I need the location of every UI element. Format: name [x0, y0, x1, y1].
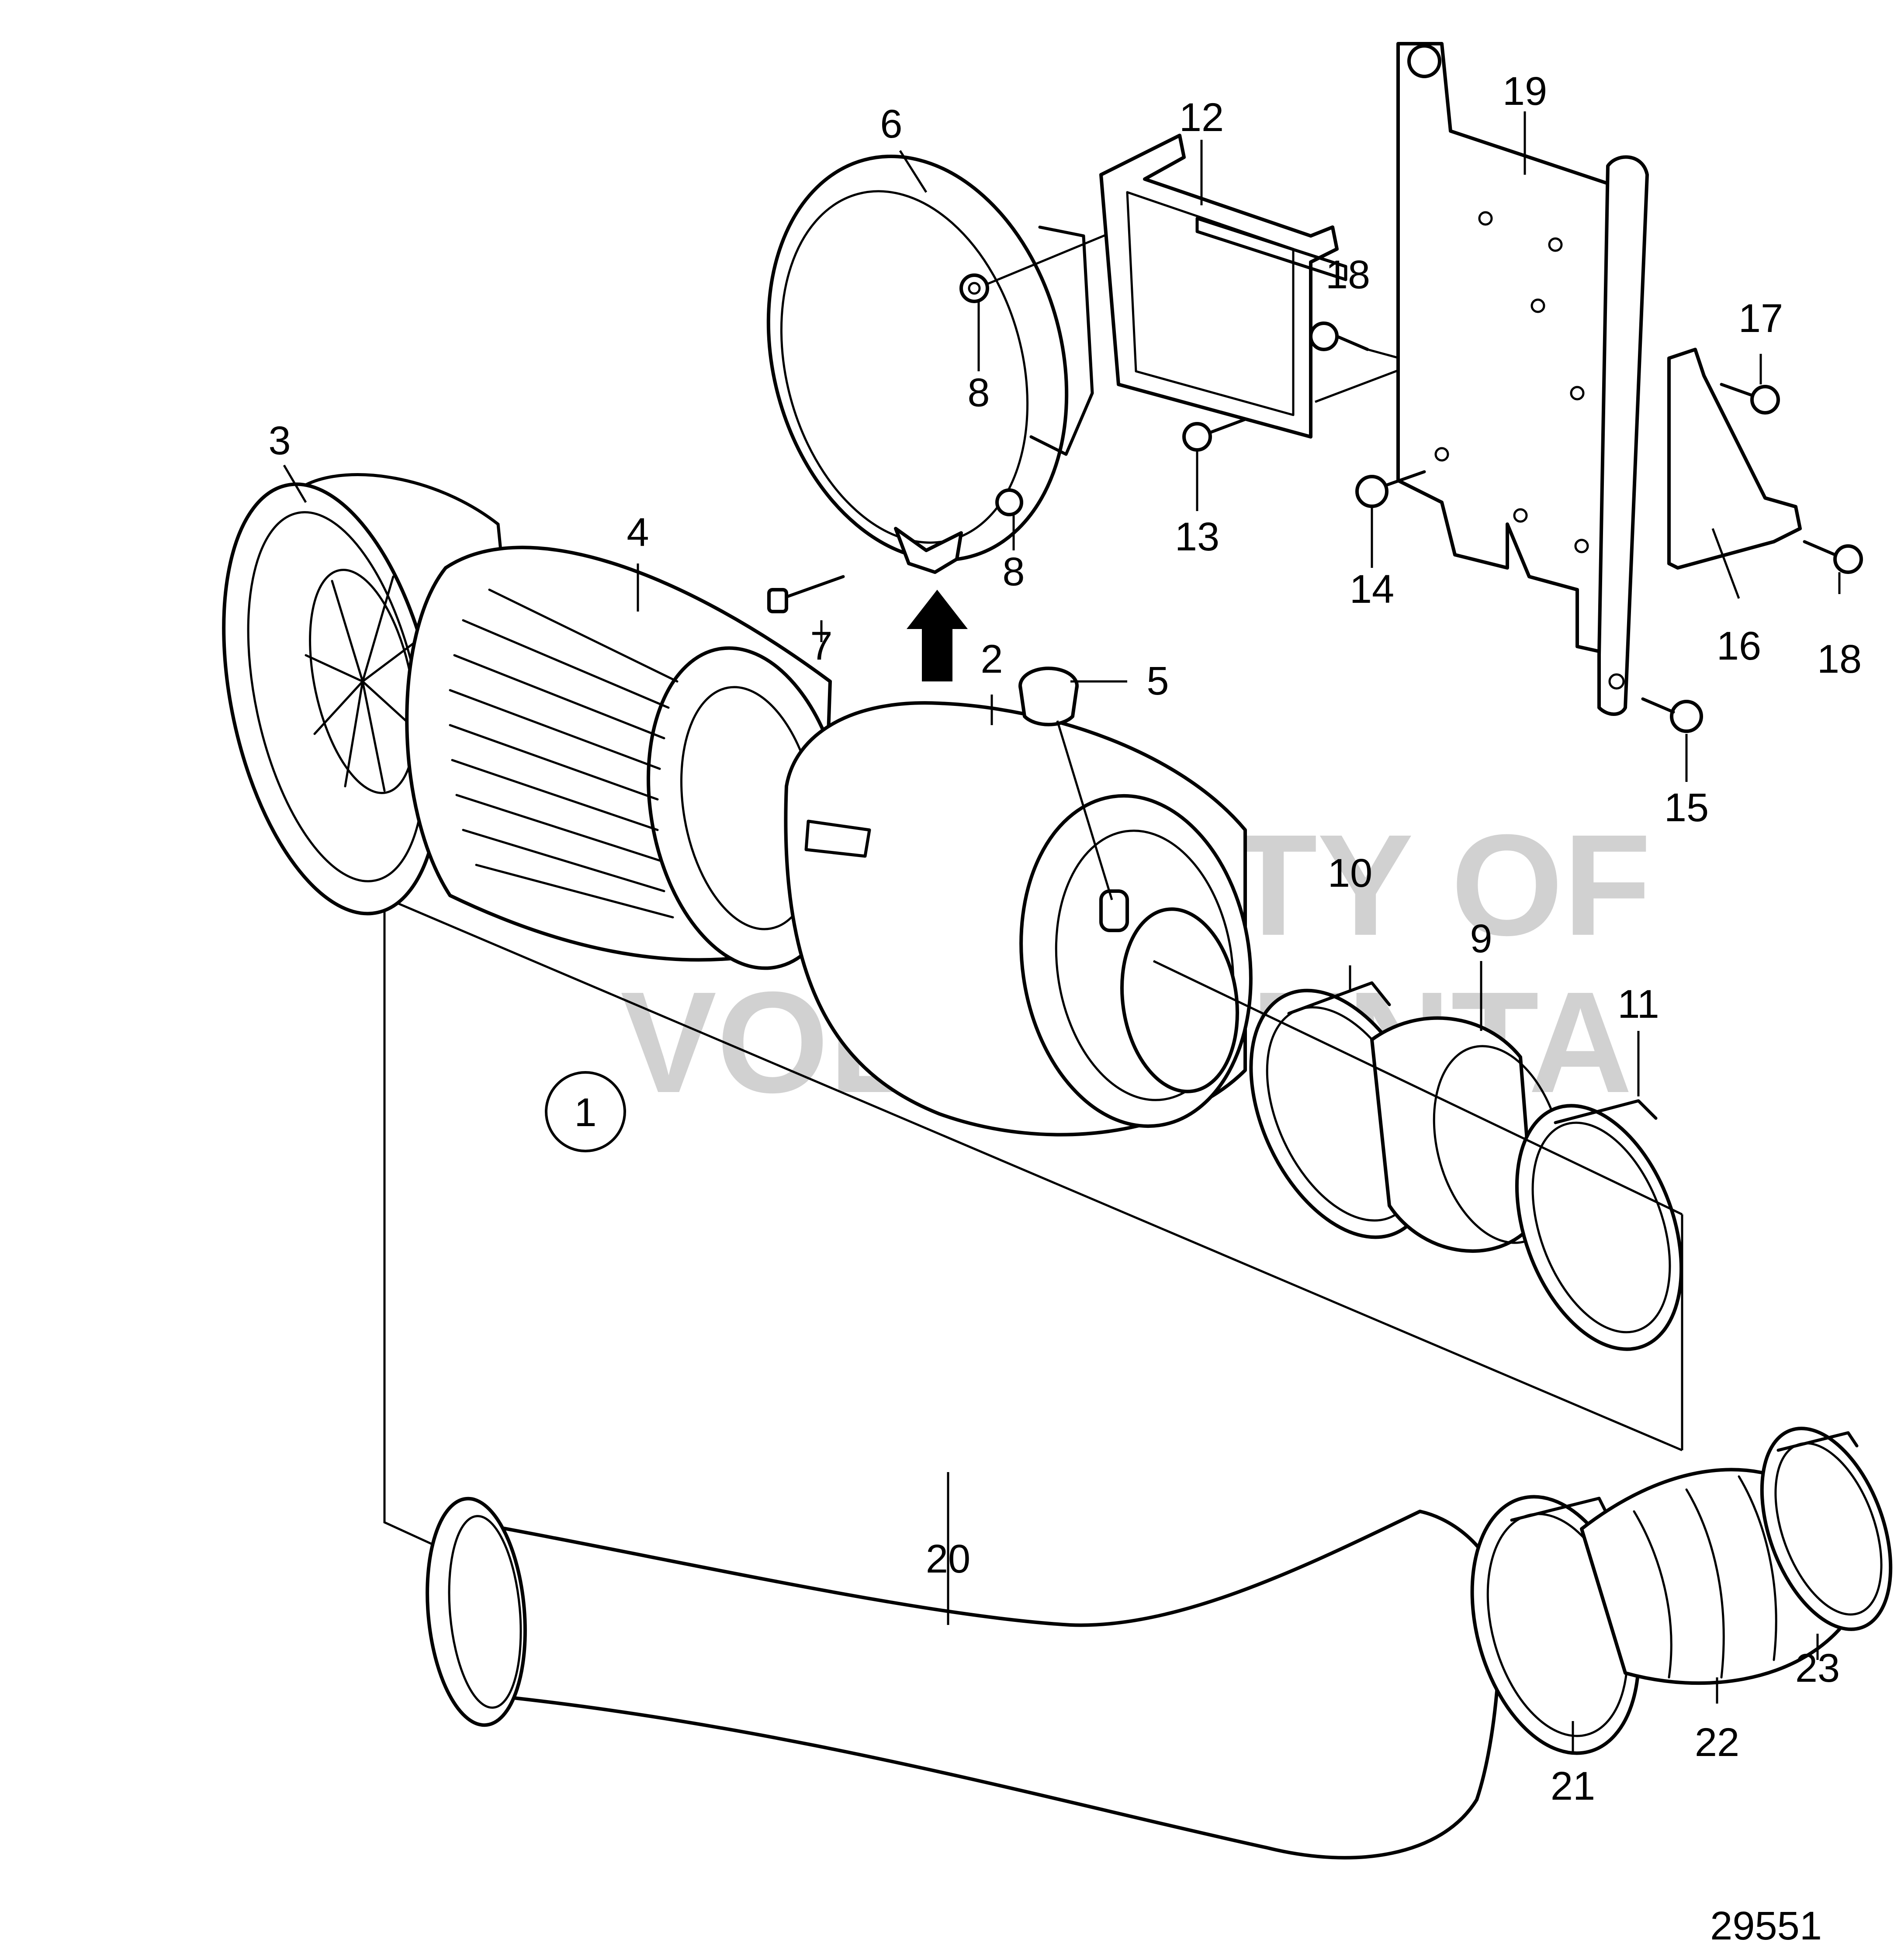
pipe-clamp-right	[1760, 1427, 1893, 1631]
mounting-strap	[766, 155, 1094, 574]
callout-11: 11	[1617, 982, 1659, 1027]
service-indicator-leader	[1056, 720, 1113, 900]
callout-20: 20	[926, 1537, 970, 1581]
callout-7: 7	[810, 624, 832, 668]
strap-bolt	[767, 575, 845, 613]
strap-nut-lower	[995, 488, 1023, 516]
callout-leaders	[283, 111, 1841, 1752]
callout-9: 9	[1470, 916, 1492, 961]
drawing-number: 29551	[1710, 1904, 1822, 1948]
callout-2: 2	[980, 637, 1003, 681]
plate-stud	[1309, 321, 1416, 364]
callout-4: 4	[627, 510, 649, 555]
callout-10: 10	[1328, 851, 1372, 895]
callout-5: 5	[1146, 659, 1169, 703]
callout-18-upper: 18	[1326, 252, 1370, 297]
angle-screw-lower	[1803, 540, 1863, 574]
air-filter-housing	[784, 701, 1253, 1137]
hose-clamp-right	[1515, 1099, 1683, 1351]
assembly-callout: 1	[545, 1071, 626, 1152]
assembly-bracket-left	[383, 898, 438, 1548]
callout-3: 3	[268, 418, 291, 463]
callout-6: 6	[880, 102, 902, 146]
callout-8-upper: 8	[967, 370, 990, 415]
assembly-callout-number: 1	[574, 1090, 596, 1135]
callout-8-lower: 8	[1002, 550, 1025, 594]
callout-16: 16	[1717, 624, 1761, 668]
plate-screw-lower	[1641, 697, 1703, 733]
callout-19: 19	[1503, 69, 1547, 114]
angle-bracket	[1667, 348, 1802, 599]
plate-screw-middle	[1355, 470, 1426, 508]
callout-labels: 2 3 4 5 6 7 8 8 9 10 11 12 13 14 15 16 1…	[268, 69, 1862, 1948]
callout-12: 12	[1179, 95, 1224, 140]
angle-screw-upper	[1720, 383, 1780, 415]
callout-14: 14	[1350, 567, 1394, 612]
assembly-bracket-diagonal	[384, 896, 1683, 1452]
callout-23: 23	[1795, 1646, 1840, 1690]
housing-leader-line	[1153, 960, 1683, 1216]
strap-bracket	[1099, 134, 1442, 439]
mounting-plate	[1396, 42, 1649, 716]
filter-element	[405, 546, 848, 970]
strap-nut-upper	[959, 230, 1115, 303]
up-arrow-icon	[907, 590, 968, 681]
callout-13: 13	[1175, 515, 1219, 559]
callout-15: 15	[1664, 785, 1709, 830]
callout-18-lower: 18	[1817, 637, 1862, 681]
callout-21: 21	[1551, 1764, 1595, 1808]
callout-17: 17	[1738, 296, 1783, 341]
intake-pipe	[426, 1497, 1502, 1860]
callout-22: 22	[1695, 1720, 1739, 1765]
bracket-screw	[1182, 418, 1247, 452]
service-indicator	[1018, 667, 1113, 900]
